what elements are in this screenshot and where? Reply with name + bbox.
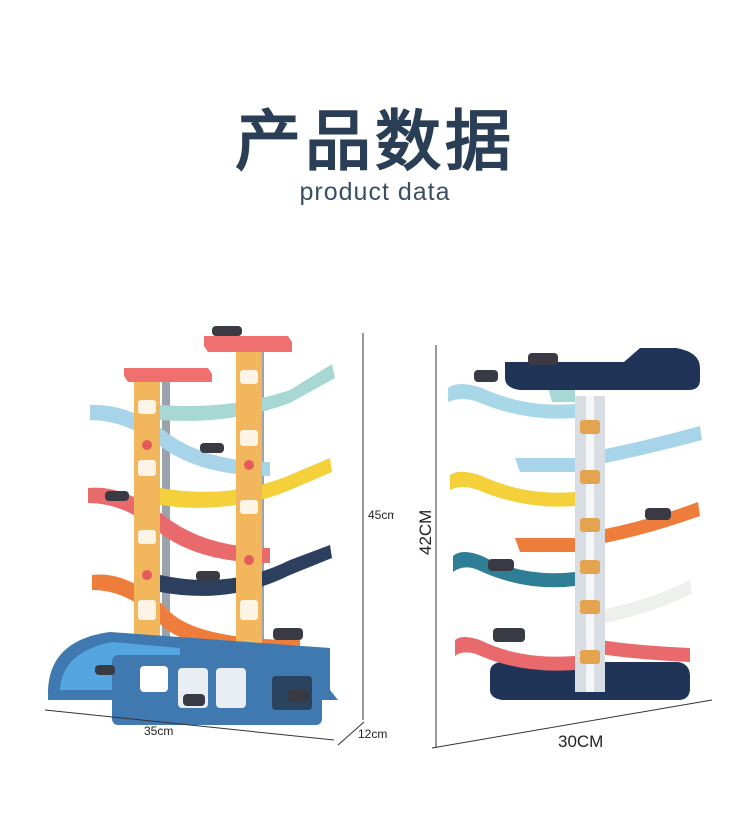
right-car-track-toy — [448, 348, 702, 700]
left-depth-label: 12cm — [358, 727, 388, 741]
left-car-track-toy — [48, 326, 338, 725]
right-height-label: 42CM — [416, 509, 435, 555]
right-dimension-lines — [431, 345, 713, 749]
left-dimension-lines — [44, 333, 365, 746]
left-height-label: 45cm — [368, 508, 394, 522]
right-width-label: 30CM — [558, 732, 604, 751]
page-subtitle: product data — [299, 178, 451, 206]
page-title: 产品数据 — [235, 103, 515, 180]
left-width-label: 35cm — [144, 724, 174, 738]
